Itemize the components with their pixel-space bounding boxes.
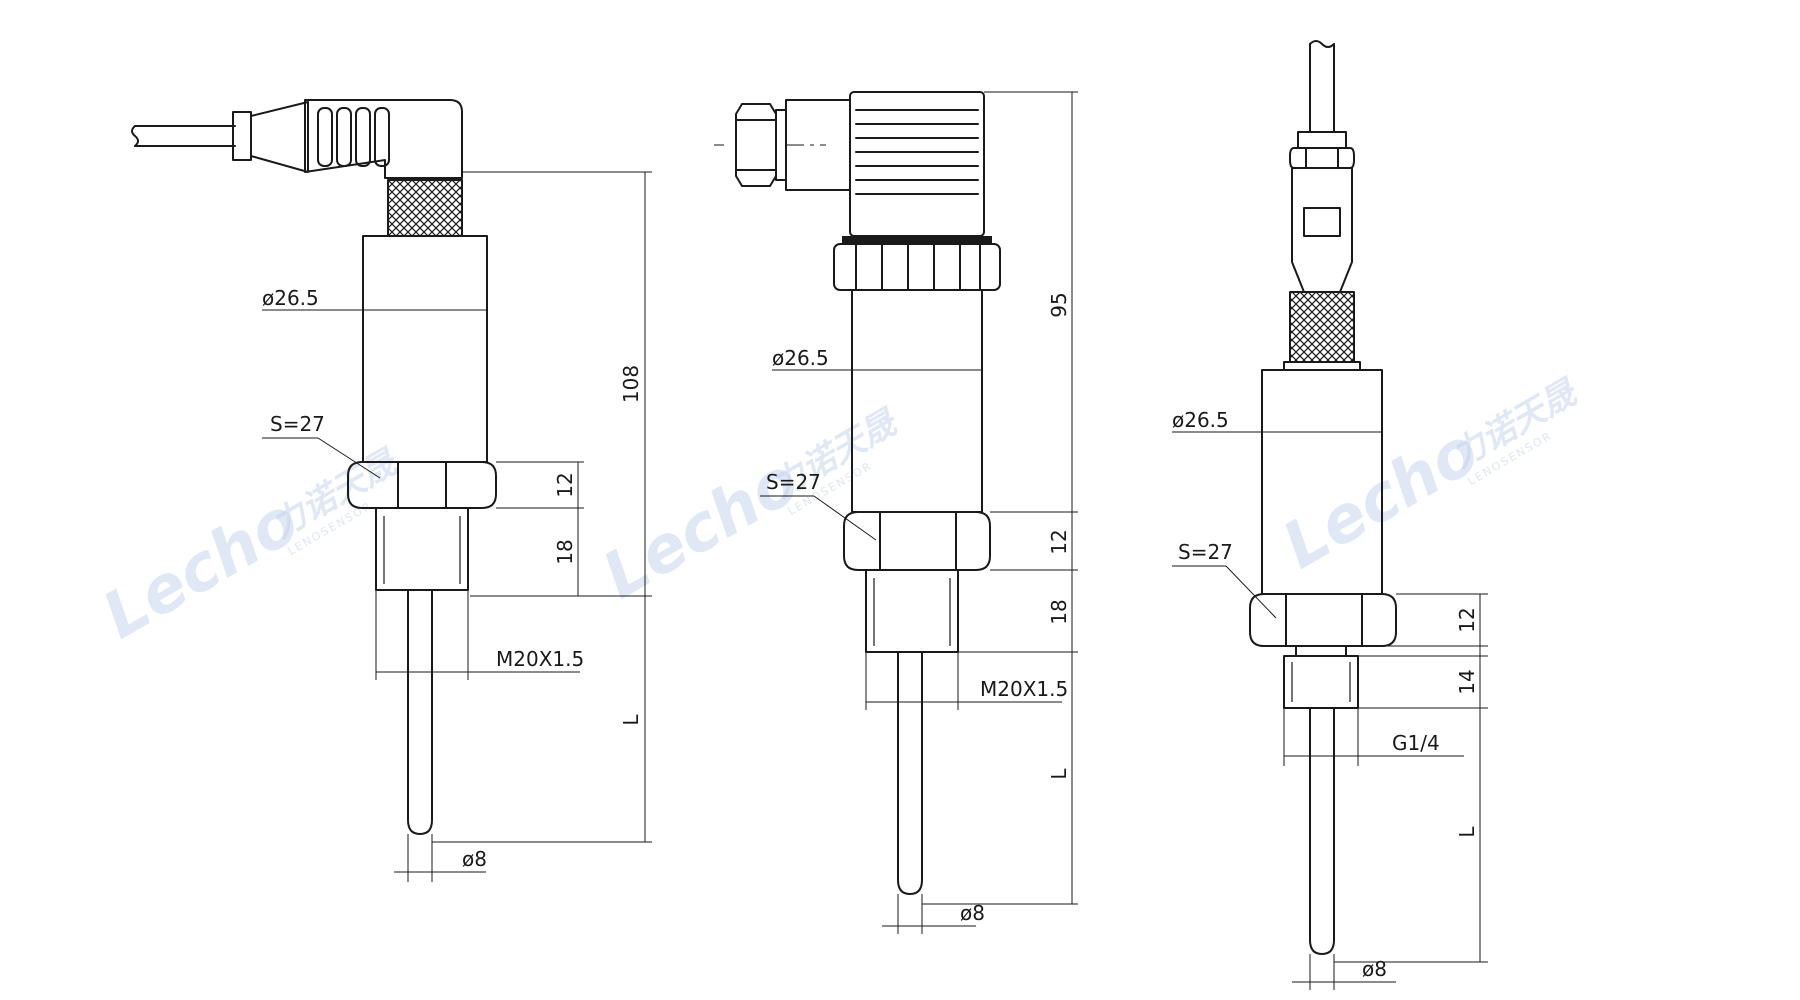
dim-thread-height: 18 [553,539,577,564]
watermark-1: Lecho 力诺天晟 LENOSENSOR [91,442,405,654]
probe [897,651,923,895]
dim-thread-height: 14 [1455,669,1479,694]
dim-probe-diameter: ø8 [462,847,487,871]
din-head [849,91,985,237]
side-nut [714,103,826,187]
cable-nut [1289,131,1355,169]
seal-ring [842,236,992,244]
dim-thread-height: 18 [1047,599,1071,624]
sensor-body [362,235,488,463]
dim-thread: M20X1.5 [980,677,1068,701]
nut-collar [1283,361,1361,371]
dimensions: 108 12 18 L ø26.5 S=27 M20X1.5 [262,171,652,882]
knurled-nut [1289,291,1355,363]
sensor-body [851,289,983,513]
dim-probe-diameter: ø8 [1362,957,1387,981]
dim-thread: G1/4 [1392,731,1440,755]
hex-nut [1249,593,1397,647]
sensor-angled-cable: 108 12 18 L ø26.5 S=27 M20X1.5 [131,99,652,882]
dim-body-diameter: ø26.5 [1172,408,1229,432]
hex-nut [347,461,497,509]
thread [375,507,469,591]
knurled-nut [387,179,463,237]
dim-body-diameter: ø26.5 [262,286,319,310]
probe [407,589,433,835]
connector-body [1291,167,1353,293]
dim-hex-height: 12 [1455,607,1479,632]
dim-hex-size: S=27 [766,470,821,494]
dim-body-diameter: ø26.5 [772,346,829,370]
watermark-3: Lecho 力诺天晟 LENOSENSOR [1271,372,1585,584]
cable [131,101,309,173]
hex-nut [843,511,991,571]
dim-thread: M20X1.5 [496,647,584,671]
dim-hex-height: 12 [1047,529,1071,554]
sensor-straight-cable: 12 14 L ø26.5 S=27 G1/4 ø8 [1172,40,1488,990]
dim-overall-height: 95 [1047,292,1071,317]
dim-overall-height: 108 [619,365,643,403]
thread [865,569,959,653]
angled-connector [304,99,463,179]
sensor-din-connector: 95 12 18 L ø26.5 S=27 M20X1.5 ø8 [714,91,1078,934]
dim-probe-length: L [619,714,643,726]
dim-hex-size: S=27 [1178,540,1233,564]
dim-probe-length: L [1455,826,1479,838]
probe [1309,707,1335,955]
dim-hex-size: S=27 [270,412,325,436]
thread [1283,645,1359,709]
dim-probe-diameter: ø8 [960,901,985,925]
dimensions: 95 12 18 L ø26.5 S=27 M20X1.5 ø8 [760,91,1078,934]
cable [1309,40,1335,133]
dim-hex-height: 12 [553,472,577,497]
dimensions: 12 14 L ø26.5 S=27 G1/4 ø8 [1172,408,1488,990]
knurled-cap [833,243,1001,291]
dim-probe-length: L [1047,768,1071,780]
watermark-2: Lecho 力诺天晟 LENOSENSOR [591,402,905,614]
